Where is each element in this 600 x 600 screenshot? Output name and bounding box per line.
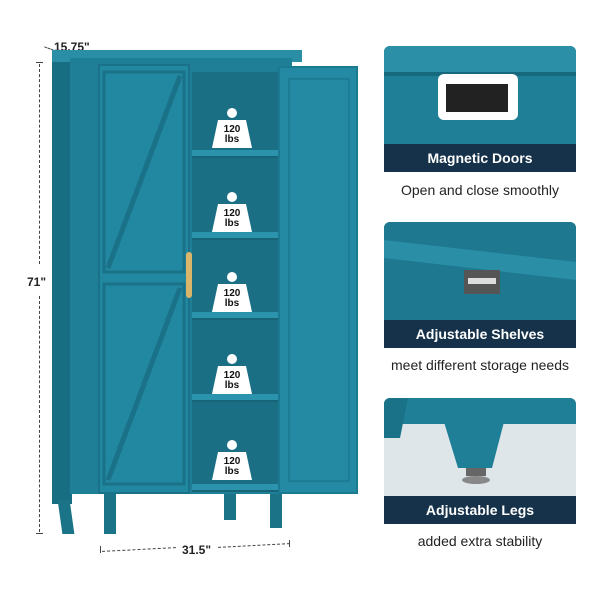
adjustable-shelves-closeup: [384, 222, 576, 324]
weight-shape: [212, 440, 252, 480]
height-dimension-top-tick: [36, 62, 43, 63]
weight-unit: lbs: [224, 466, 240, 477]
weight-icon: 120 lbs: [210, 438, 254, 482]
shelf-4: [192, 394, 278, 402]
feature-title-magnetic-doors: Magnetic Doors: [384, 144, 576, 172]
cabinet-side-panel: [52, 58, 72, 504]
width-dimension-line-right: [218, 543, 290, 548]
weight-shape: [212, 354, 252, 394]
cabinet-leg-back: [224, 494, 236, 520]
cabinet-leg-front-mid: [104, 494, 116, 534]
width-dimension-line: [102, 547, 176, 552]
width-dimension-label: 31.5": [182, 543, 212, 557]
feature-caption-adjustable-shelves: meet different storage needs: [391, 357, 569, 373]
weight-value: 120: [223, 124, 241, 135]
shelf-bracket-illustration: [384, 222, 576, 324]
weight-icon: 120 lbs: [210, 190, 254, 234]
feature-caption-adjustable-legs: added extra stability: [417, 533, 543, 549]
right-door-open: [278, 66, 358, 494]
leg-illustration: [384, 398, 576, 500]
height-dimension-bottom-tick: [36, 533, 43, 534]
shelf-2: [192, 232, 278, 240]
feature-title-adjustable-shelves: Adjustable Shelves: [384, 320, 576, 348]
weight-icon: 120 lbs: [210, 352, 254, 396]
weight-icon: 120 lbs: [210, 270, 254, 314]
door-handle: [186, 252, 192, 298]
weight-unit: lbs: [224, 298, 240, 309]
weight-shape: [212, 192, 252, 232]
weight-shape: [212, 108, 252, 148]
height-dimension-line: [39, 64, 40, 264]
weight-shape: [212, 272, 252, 312]
height-dimension-line-lower: [39, 296, 40, 532]
weight-value: 120: [223, 370, 241, 381]
height-dimension-label: 71": [27, 275, 47, 289]
shelf-1: [192, 150, 278, 158]
weight-unit: lbs: [224, 218, 240, 229]
weight-value: 120: [223, 288, 241, 299]
weight-icon: 120 lbs: [210, 106, 254, 150]
right-door-inner-panel: [288, 78, 350, 482]
weight-value: 120: [223, 208, 241, 219]
shelf-3: [192, 312, 278, 320]
adjustable-legs-closeup: [384, 398, 576, 500]
weight-value: 120: [223, 456, 241, 467]
magnetic-doors-closeup: [384, 46, 576, 148]
cabinet-leg-front-left: [57, 500, 75, 534]
left-door: [98, 64, 190, 494]
width-dimension-right-tick: [289, 540, 290, 547]
feature-title-adjustable-legs: Adjustable Legs: [384, 496, 576, 524]
barn-door-pattern: [102, 70, 186, 486]
feature-caption-magnetic-doors: Open and close smoothly: [401, 182, 559, 198]
width-dimension-left-tick: [100, 546, 101, 553]
weight-unit: lbs: [224, 380, 240, 391]
shelf-5: [192, 484, 278, 492]
cabinet-leg-front-right: [270, 494, 282, 528]
weight-unit: lbs: [224, 134, 240, 145]
magnetic-catch-illustration: [384, 46, 576, 148]
